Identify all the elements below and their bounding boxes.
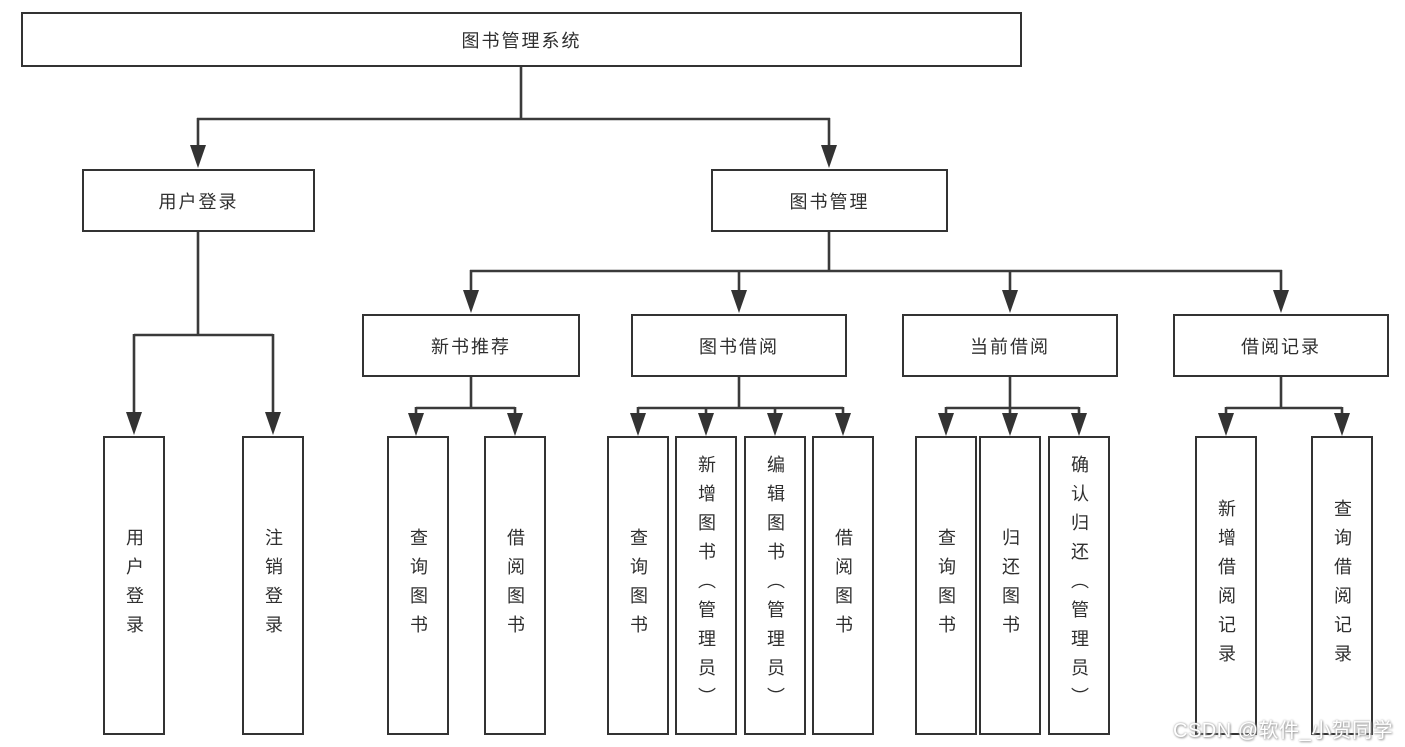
leaf-query-books-borrowing: 查询图书 — [607, 436, 669, 735]
csdn-watermark: CSDN @软件_小贺同学 — [1173, 720, 1394, 742]
node-borrowing-records: 借阅记录 — [1173, 314, 1389, 377]
node-label: 新增图书（管理员） — [696, 455, 716, 716]
node-label: 用户登录 — [124, 527, 144, 644]
node-label: 用户登录 — [158, 191, 239, 212]
leaf-borrow-books: 借阅图书 — [812, 436, 874, 735]
node-user-login: 用户登录 — [82, 169, 315, 232]
node-label: 图书管理 — [789, 191, 870, 212]
leaf-confirm-return-admin: 确认归还（管理员） — [1048, 436, 1110, 735]
leaf-query-books-recommend: 查询图书 — [387, 436, 449, 735]
leaf-logout: 注销登录 — [242, 436, 304, 735]
leaf-return-books: 归还图书 — [979, 436, 1041, 735]
node-label: 查询图书 — [936, 527, 956, 644]
node-label: 注销登录 — [263, 527, 283, 644]
node-label: 图书管理系统 — [461, 30, 582, 51]
node-label: 查询图书 — [408, 527, 428, 644]
node-label: 归还图书 — [1000, 527, 1020, 644]
node-label: 新书推荐 — [431, 336, 511, 357]
leaf-add-borrow-record: 新增借阅记录 — [1195, 436, 1257, 735]
edge-new-book-rec-to-leaves — [408, 377, 523, 436]
leaf-edit-books-admin: 编辑图书（管理员） — [744, 436, 806, 735]
edge-book-mgmt-to-level3 — [463, 232, 1289, 313]
leaf-add-books-admin: 新增图书（管理员） — [675, 436, 737, 735]
node-label: 查询图书 — [628, 527, 648, 644]
node-label: 图书借阅 — [699, 336, 779, 357]
edge-user-login-to-leaves — [126, 232, 281, 435]
node-label: 借阅记录 — [1241, 336, 1321, 357]
node-label: 借阅图书 — [505, 527, 525, 644]
node-label: 确认归还（管理员） — [1069, 455, 1089, 716]
node-label: 当前借阅 — [970, 336, 1050, 357]
node-book-management: 图书管理 — [711, 169, 948, 232]
leaf-query-borrow-record: 查询借阅记录 — [1311, 436, 1373, 735]
leaf-user-login: 用户登录 — [103, 436, 165, 735]
node-label: 新增借阅记录 — [1216, 498, 1236, 673]
edge-root-to-level2 — [190, 67, 837, 168]
edge-current-borrow-to-leaves — [938, 377, 1087, 436]
edge-book-borrow-to-leaves — [630, 377, 851, 436]
node-new-book-recommend: 新书推荐 — [362, 314, 580, 377]
node-label: 查询借阅记录 — [1332, 498, 1352, 673]
leaf-query-books-current: 查询图书 — [915, 436, 977, 735]
node-root-system: 图书管理系统 — [21, 12, 1022, 67]
leaf-borrow-books-recommend: 借阅图书 — [484, 436, 546, 735]
node-label: 借阅图书 — [833, 527, 853, 644]
node-book-borrowing: 图书借阅 — [631, 314, 847, 377]
node-label: 编辑图书（管理员） — [765, 455, 785, 716]
edge-borrow-record-to-leaves — [1218, 377, 1350, 436]
node-current-borrowing: 当前借阅 — [902, 314, 1118, 377]
